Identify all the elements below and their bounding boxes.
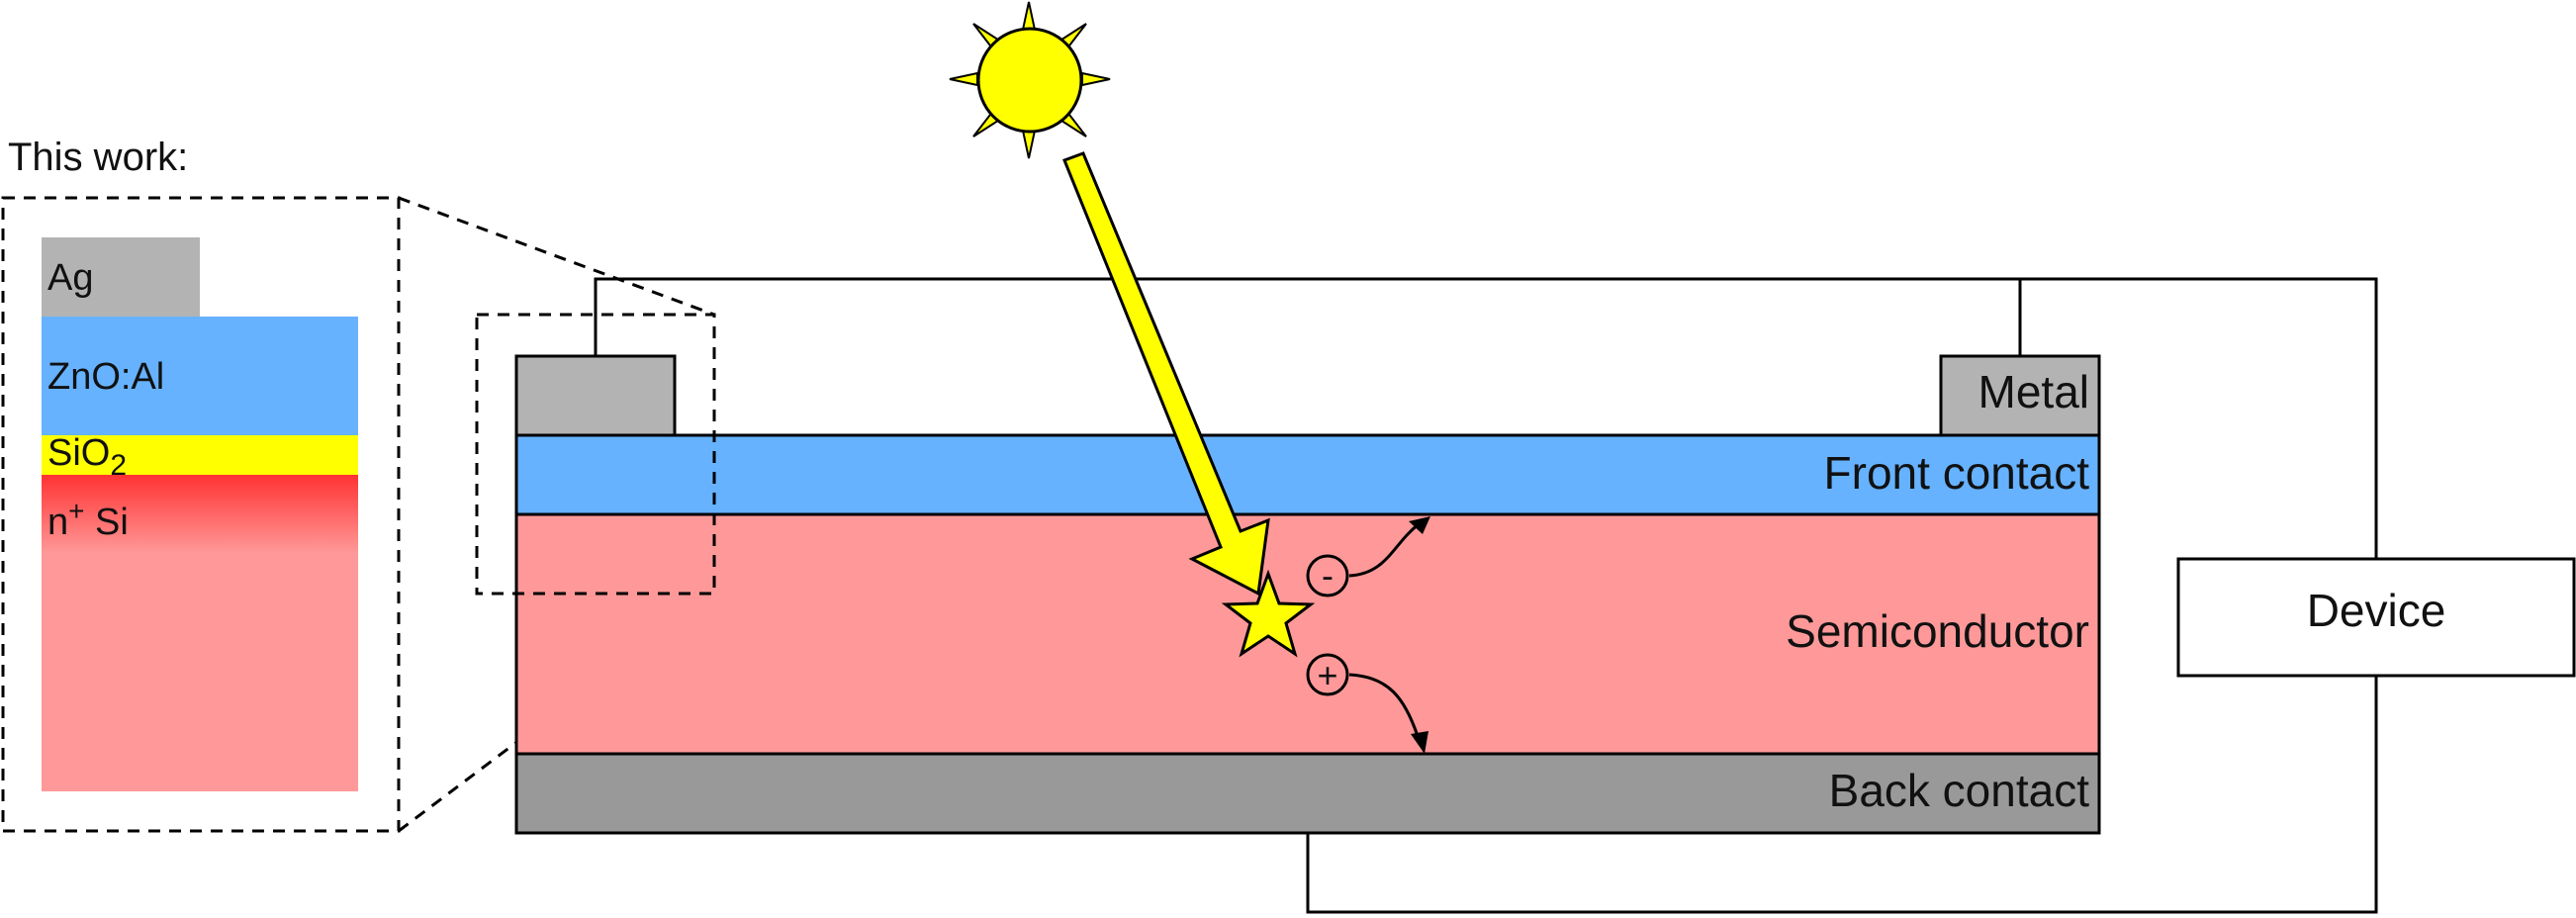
sun-icon	[949, 1, 1111, 159]
front-metal-contact-left	[514, 354, 677, 437]
circuit-wire-top	[594, 277, 2378, 559]
front-metal-contact-right	[1939, 354, 2101, 437]
electron-path-arrow	[1348, 522, 1420, 578]
inset-ag-layer	[42, 237, 200, 317]
front-contact-label: Front contact	[1824, 447, 2090, 499]
semiconductor-label: Semiconductor	[1786, 605, 2089, 657]
metal-label: Metal	[1978, 366, 2089, 417]
electron-sign: -	[1322, 555, 1334, 596]
inset-frame	[1, 196, 401, 833]
back-contact-label: Back contact	[1829, 765, 2090, 816]
hole-path-arrow	[1348, 673, 1420, 737]
inset-zno-layer	[42, 317, 358, 435]
semiconductor-layer	[514, 512, 2101, 756]
device-label: Device	[2307, 585, 2446, 636]
hole-arrowhead-icon	[1411, 731, 1428, 754]
electron-icon	[1306, 554, 1349, 597]
inset-si-label: n+ Si	[47, 496, 129, 543]
inset-title: This work:	[8, 136, 188, 179]
hole-sign: +	[1317, 655, 1337, 695]
device-box	[2176, 557, 2576, 678]
inset-ag-label: Ag	[47, 257, 93, 299]
zoom-line-top	[398, 196, 715, 317]
back-contact-layer	[514, 752, 2101, 835]
zoom-selection-box	[475, 313, 716, 596]
light-ray-arrow	[1062, 151, 1270, 597]
electron-arrowhead-icon	[1409, 516, 1430, 534]
inset-sio2-label: SiO2	[47, 432, 127, 482]
inset-sio2-layer	[42, 435, 358, 475]
inset-n-plus-gradient	[42, 475, 358, 554]
front-contact-layer	[514, 433, 2101, 516]
absorption-star-icon	[1221, 569, 1316, 658]
hole-icon	[1306, 653, 1349, 696]
circuit-wire-bottom	[1306, 676, 2378, 914]
inset-zno-label: ZnO:Al	[47, 356, 164, 398]
